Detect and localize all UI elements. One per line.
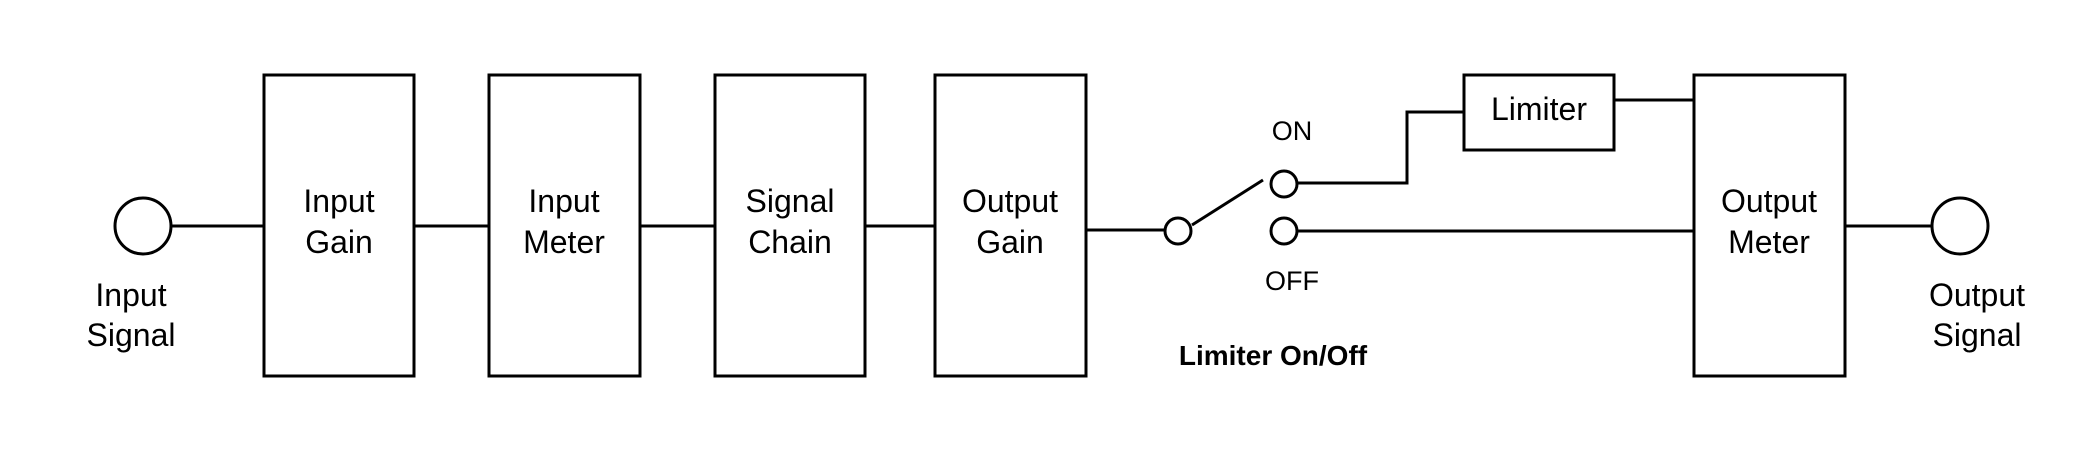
input-signal-label-line1: Input (95, 277, 166, 313)
output-signal-label-line1: Output (1929, 277, 2025, 313)
output-signal-terminal (1930, 196, 1990, 256)
output-signal-label-line2: Signal (1933, 317, 2022, 353)
input-meter-label-line1: Input (528, 183, 599, 219)
input-gain-label-line1: Input (303, 183, 374, 219)
switch-off-label: OFF (1265, 266, 1319, 296)
output-gain-label-line1: Output (962, 183, 1058, 219)
connection-wires (172, 98, 1932, 233)
switch-on-label: ON (1272, 116, 1313, 146)
output-meter-label-line2: Meter (1728, 224, 1810, 260)
limiter-block (1462, 73, 1616, 152)
signal-chain-label-line1: Signal (746, 183, 835, 219)
switch-lever (1191, 178, 1264, 227)
switch-common-contact (1163, 216, 1193, 246)
input-signal-terminal (113, 196, 173, 256)
signal-chain-label-line2: Chain (748, 224, 832, 260)
output-gain-block (933, 73, 1088, 378)
input-signal-label-line2: Signal (87, 317, 176, 353)
input-meter-block (487, 73, 642, 378)
input-gain-label-line2: Gain (305, 224, 373, 260)
signal-chain-block (713, 73, 867, 378)
output-meter-label-line1: Output (1721, 183, 1817, 219)
limiter-switch: ON OFF Limiter On/Off (1163, 116, 1368, 371)
input-meter-label-line2: Meter (523, 224, 605, 260)
switch-off-contact (1269, 216, 1299, 246)
switch-on-contact (1269, 169, 1299, 199)
wire-switch-on-to-limiter (1297, 110, 1464, 185)
input-gain-block (262, 73, 416, 378)
output-gain-label-line2: Gain (976, 224, 1044, 260)
limiter-label: Limiter (1491, 91, 1587, 127)
limiter-switch-caption: Limiter On/Off (1179, 340, 1368, 371)
output-meter-block (1692, 73, 1847, 378)
